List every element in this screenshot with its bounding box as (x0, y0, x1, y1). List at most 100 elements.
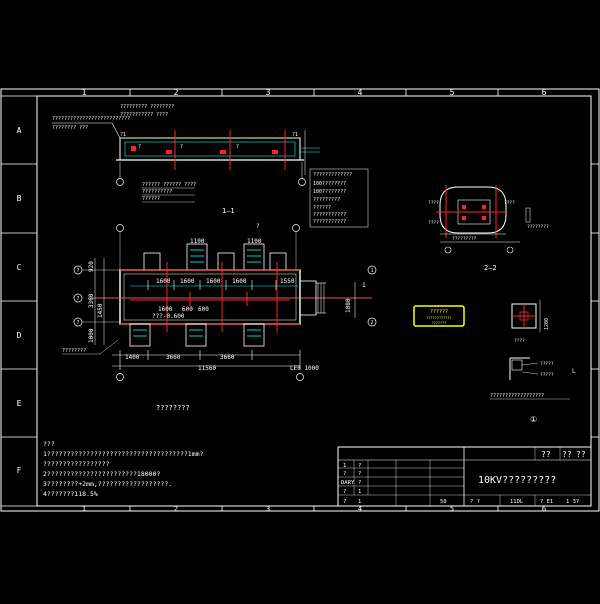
svg-text:?: ? (358, 471, 361, 477)
main-plan: 1100 1100 1600 1600 1600 1600 1550 (62, 223, 377, 412)
title-sheet-total: 1 3? (566, 499, 579, 505)
section1-note-top: ????????? ???????? (120, 104, 174, 110)
title-drawn: ? ? (470, 499, 480, 505)
col-num-b4: 4 (358, 505, 362, 513)
plan-left-dim-3: 1000 (88, 328, 95, 343)
plan-bottom-bays (129, 323, 265, 347)
svg-text:?: ? (343, 489, 346, 495)
svg-text:??: ?? (576, 450, 586, 459)
main-plan-caption: ???????? (156, 404, 190, 412)
plan-bottom-dim-1: 1400 (125, 354, 140, 361)
svg-text:1: 1 (358, 499, 361, 505)
col-num-6: 6 (542, 88, 547, 97)
plan-inner-dim-3: 600 (198, 306, 209, 313)
col-num-4: 4 (358, 88, 363, 97)
row-letter-b: B (17, 194, 22, 203)
svg-text:?: ? (256, 223, 260, 230)
svg-text:1: 1 (358, 489, 361, 495)
plan-left-dim-2: 1450 (97, 303, 104, 318)
plan-level-mark: ???-0.600 (152, 313, 185, 320)
detail-mark: ① (530, 415, 537, 424)
notes-heading: ??? (43, 440, 55, 448)
svg-text:????: ???? (514, 338, 525, 344)
column-numbers-top: 1 2 3 4 5 6 (82, 88, 547, 97)
section-2-2: ???? ???? ????????? ???? ???????? 2—2 (428, 185, 549, 272)
col-num-b6: 6 (542, 505, 546, 513)
svg-text:100????????: 100???????? (313, 181, 346, 187)
row-letter-a: A (17, 126, 22, 135)
plan-left-height: 3360 (88, 293, 95, 308)
plan-dim-top-1: 1100 (190, 238, 205, 245)
note-line-3: 2???????????????????????18000? (43, 470, 160, 478)
svg-text:DARY: DARY (341, 480, 355, 486)
plan-right-dim: 1080 (345, 298, 352, 313)
title-sheet-no: ? E1 (540, 499, 553, 505)
section1-side-note2: ???????? ??? (52, 125, 88, 131)
col-num-b5: 5 (450, 505, 454, 513)
note-line-4: 3????????+2mm,??????????????????. (43, 480, 172, 488)
svg-text:??????: ?????? (430, 309, 448, 315)
title-sheet-code: 11DL (510, 499, 524, 505)
plan-bottom-dim-3: 3660 (220, 354, 235, 361)
svg-text:?????: ????? (540, 372, 554, 378)
plan-inner-dim-2: 600 (182, 306, 193, 313)
section1-note-top2: ??????????? ???? (120, 112, 168, 118)
detail-caption: ?????????????????? (490, 393, 544, 399)
svg-text:?: ? (343, 471, 346, 477)
plan-level-right: LE0 1000 (290, 365, 319, 372)
row-letter-f: F (17, 466, 22, 475)
svg-text:?: ? (76, 296, 79, 302)
plan-inner-dim-1: 1600 (158, 306, 173, 313)
row-letters: A B C D E F (17, 126, 22, 475)
column-numbers-bottom: 1 2 3 4 5 6 (82, 505, 546, 513)
col-num-1: 1 (82, 88, 87, 97)
col-num-5: 5 (450, 88, 455, 97)
svg-text:???????: ??????? (432, 321, 447, 325)
svg-text:?: ? (76, 320, 79, 326)
title-scale: 50 (440, 499, 447, 505)
plan-dim-top-2: 1100 (247, 238, 262, 245)
svg-text:????????????: ???????????? (426, 316, 451, 320)
svg-text:?????: ????? (540, 361, 554, 367)
svg-text:?: ? (180, 144, 183, 150)
yellow-warning-tag: ?????? ???????????? ??????? (413, 305, 465, 327)
svg-text:?: ? (343, 499, 346, 505)
plan-bottom-dim-2: 3660 (166, 354, 181, 361)
row-markers (1, 163, 599, 438)
svg-text:1: 1 (362, 282, 366, 289)
outer-frame (0, 88, 600, 512)
svg-text:?????????????: ????????????? (313, 172, 352, 178)
svg-text:????????: ???????? (62, 348, 86, 354)
plan-bay-dim-1: 1600 (156, 278, 171, 285)
svg-text:??: ?? (562, 450, 572, 459)
section1-label: 1—1 (222, 207, 235, 215)
section1-trench-outline (119, 137, 301, 161)
svg-text:????????: ???????? (527, 224, 549, 230)
svg-text:100????????: 100???????? (313, 189, 346, 195)
svg-text:????: ???? (504, 200, 515, 206)
svg-text:2: 2 (370, 320, 373, 326)
svg-text:???????????: ??????????? (313, 212, 346, 218)
plan-left-dim-1: 920 (88, 261, 95, 272)
col-num-b1: 1 (82, 505, 86, 513)
svg-text:?: ? (236, 144, 239, 150)
svg-text:1: 1 (343, 463, 346, 469)
detail-sub-caption: L (572, 368, 576, 375)
svg-text:????: ???? (428, 200, 439, 206)
general-notes: ??? 1???????????????????????????????????… (43, 440, 204, 498)
svg-text:?: ? (358, 480, 361, 486)
section1-legend-left: ?????? ?????? ???? ?????????? ?????? (142, 182, 196, 203)
col-num-3: 3 (266, 88, 271, 97)
plan-bay-dim-4: 1600 (232, 278, 247, 285)
section1-side-note: ?????????????????????????? (52, 116, 130, 122)
svg-text:???????????: ??????????? (313, 219, 346, 225)
plan-bay-dim-2: 1600 (180, 278, 195, 285)
svg-text:?1: ?1 (292, 132, 298, 138)
row-letter-c: C (17, 263, 22, 272)
svg-text:?????????: ????????? (452, 236, 477, 242)
plan-bay-dim-3: 1600 (206, 278, 221, 285)
svg-text:?????? ?????? ????: ?????? ?????? ???? (142, 182, 196, 188)
row-letter-d: D (17, 331, 22, 340)
